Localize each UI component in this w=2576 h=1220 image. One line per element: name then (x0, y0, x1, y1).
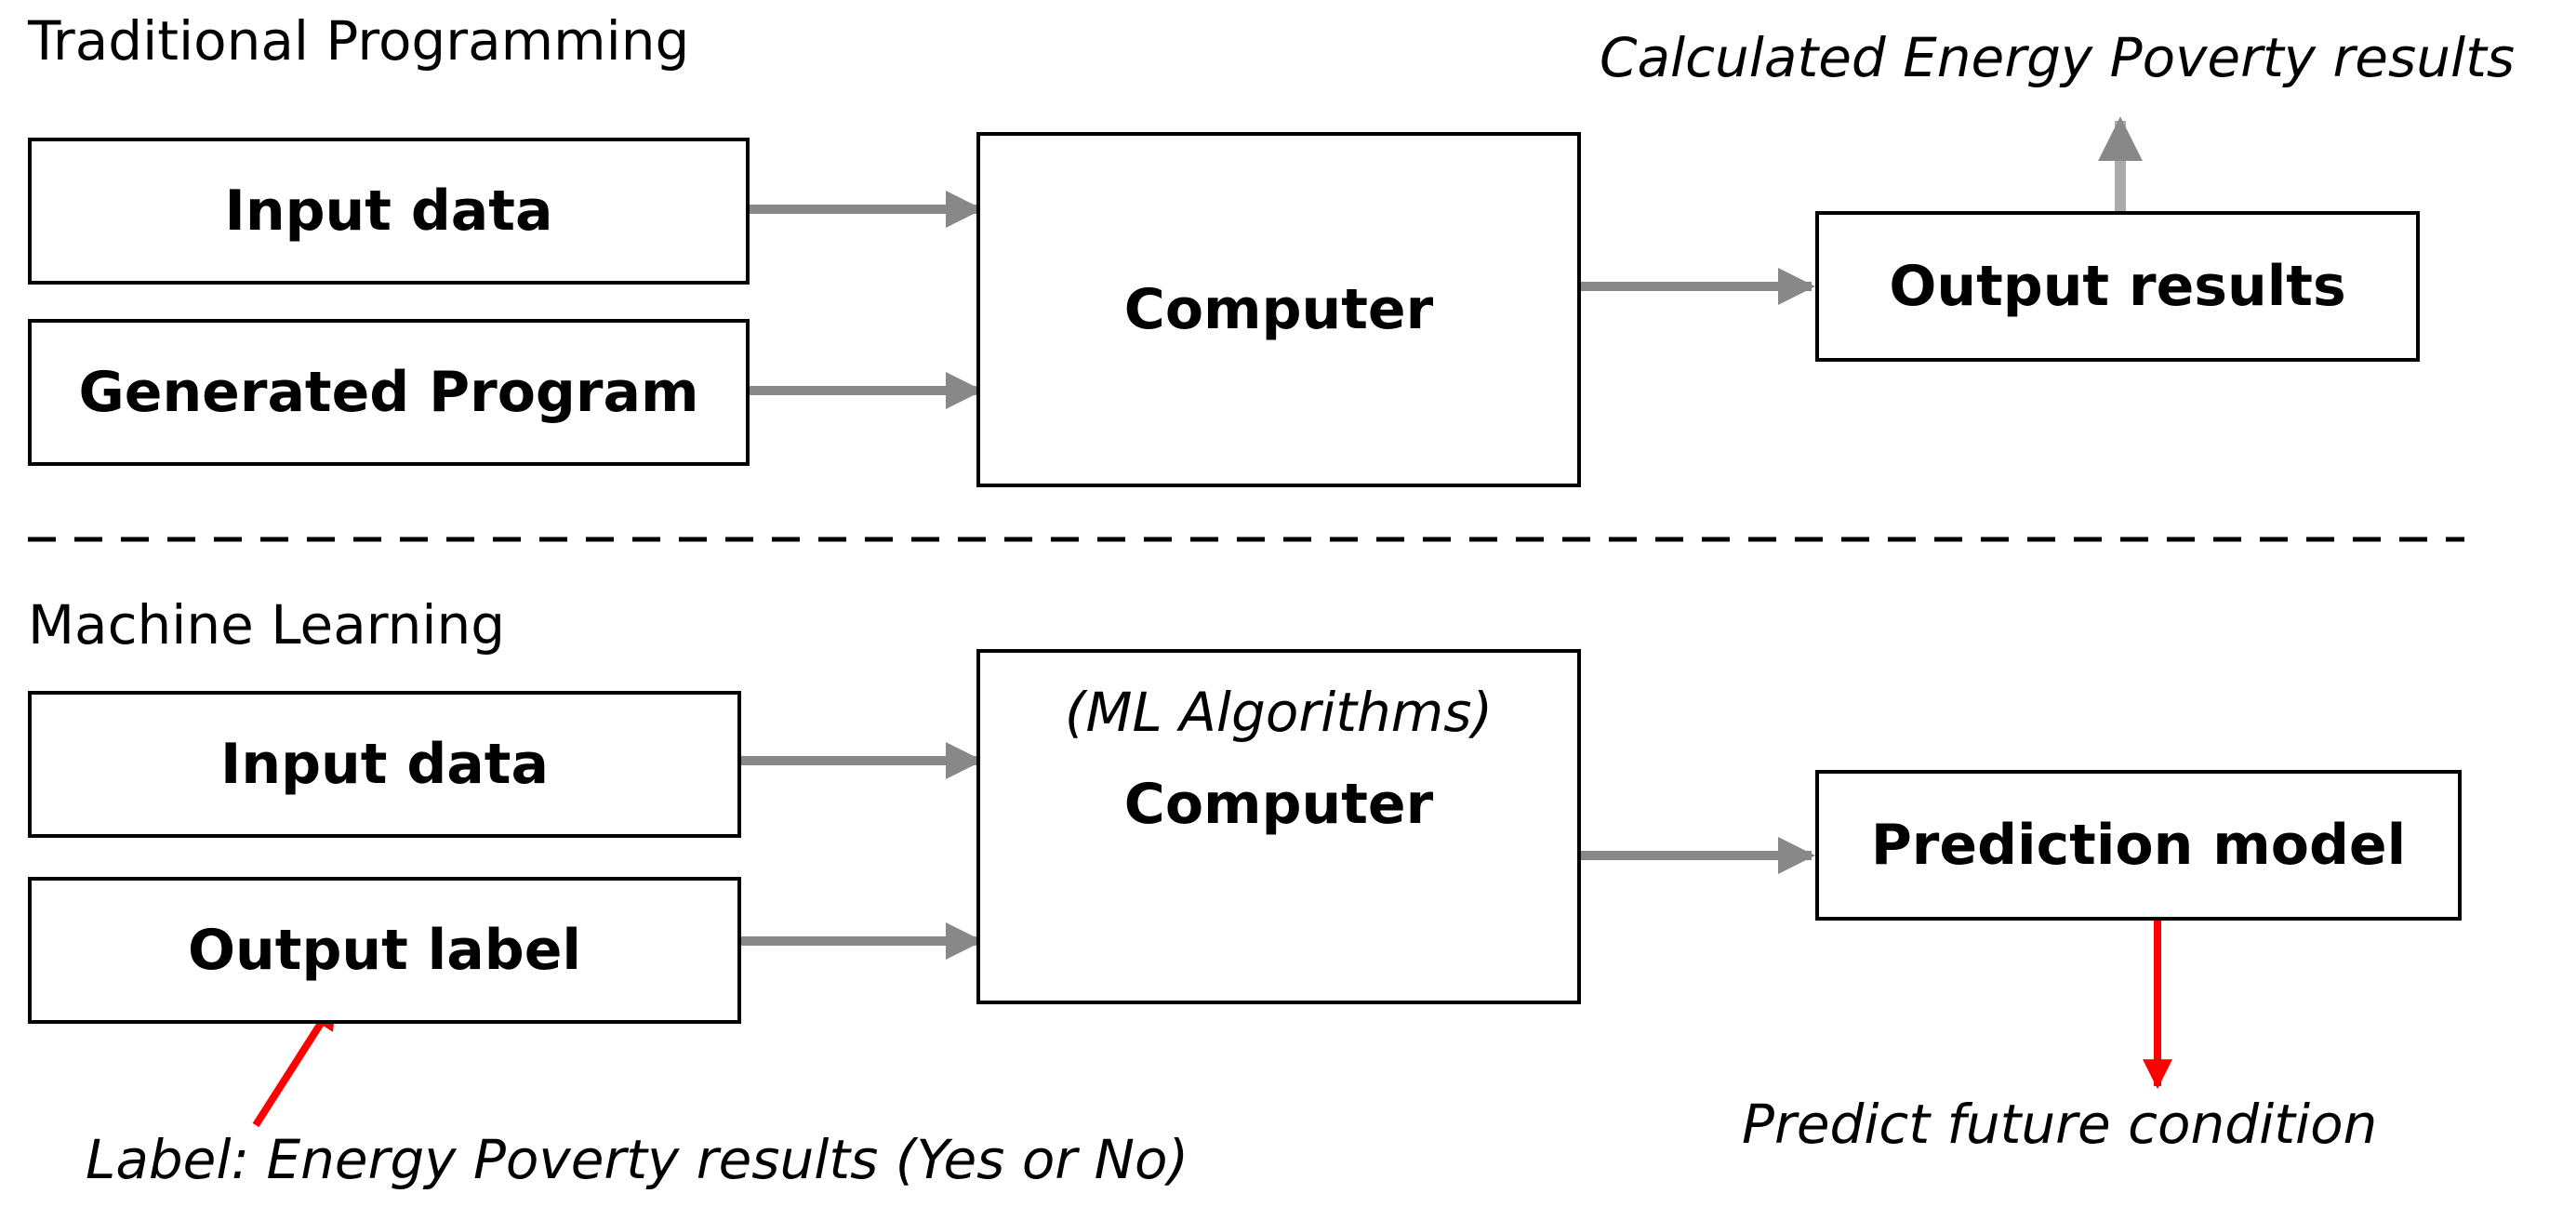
tp-output-results-box: Output results (1815, 211, 2420, 362)
ml-output-label-box: Output label (28, 877, 741, 1024)
ml-algorithms-caption: (ML Algorithms) (1064, 681, 1494, 744)
ml-prediction-annotation: Predict future condition (1742, 1093, 2378, 1156)
ml-input-data-box: Input data (28, 691, 741, 838)
ml-section-title: Machine Learning (28, 593, 506, 656)
ml-prediction-model-box: Prediction model (1815, 770, 2462, 921)
ml-computer-label: Computer (1123, 772, 1434, 837)
ml-label-annotation: Label: Energy Poverty results (Yes or No… (86, 1128, 1189, 1191)
tp-computer-box: Computer (976, 132, 1581, 487)
tp-output-annotation: Calculated Energy Poverty results (1600, 26, 2516, 89)
tp-input-data-box: Input data (28, 138, 750, 285)
tp-generated-program-box: Generated Program (28, 319, 750, 466)
tp-section-title: Traditional Programming (28, 9, 690, 73)
ml-computer-box: (ML Algorithms) Computer (976, 649, 1581, 1004)
